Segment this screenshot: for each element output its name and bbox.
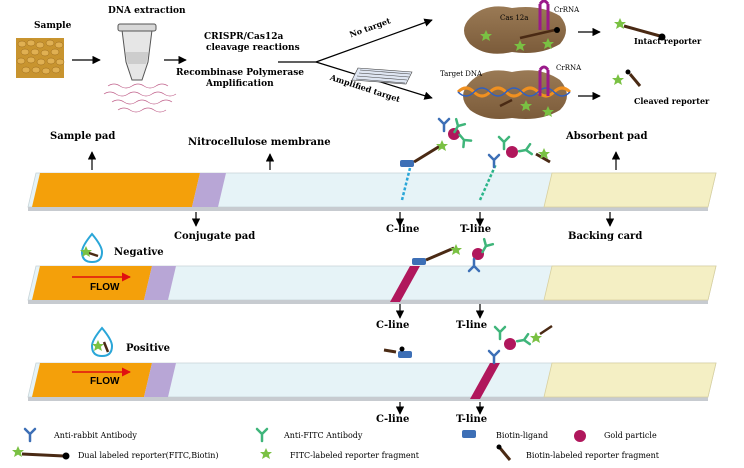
legend-anti-rabbit: Anti-rabbit Antibody bbox=[54, 431, 137, 440]
amplicon-strip-icon bbox=[351, 67, 413, 85]
t-line-label: T-line bbox=[460, 224, 492, 235]
legend-biotin-fragment: Biotin-labeled reporter fragment bbox=[526, 451, 660, 460]
absorbent-pad-label: Absorbent pad bbox=[566, 131, 648, 142]
dual-reporter-icon bbox=[12, 446, 70, 460]
legend-dual-reporter: Dual labeled reporter(FITC,Biotin) bbox=[78, 451, 219, 460]
absorbent-pad bbox=[543, 172, 717, 208]
t-line-band-positive bbox=[470, 363, 500, 399]
anti-fitc-antibody-icon bbox=[255, 427, 269, 443]
cas12a-target bbox=[456, 65, 572, 119]
legend-biotin-ligand: Biotin-ligand bbox=[496, 431, 549, 440]
nitrocellulose-label: Nitrocellulose membrane bbox=[188, 137, 331, 148]
flow-label-negative: FLOW bbox=[90, 282, 120, 293]
cas12a-label: Cas 12a bbox=[500, 14, 529, 22]
crrna-top-label: CrRNA bbox=[554, 6, 580, 14]
strip-positive bbox=[27, 324, 717, 401]
intact-reporter-label: Intact reporter bbox=[634, 36, 702, 46]
biotin-ligand-icon bbox=[462, 430, 476, 438]
sample-pad bbox=[32, 173, 200, 207]
legend-fitc-fragment: FITC-labeled reporter fragment bbox=[290, 451, 420, 460]
strip-negative bbox=[27, 237, 717, 304]
sample-label: Sample bbox=[34, 21, 72, 31]
legend-gold-particle: Gold particle bbox=[604, 431, 657, 440]
t-line-dashed bbox=[478, 163, 498, 201]
c-line-label-negative: C-line bbox=[376, 320, 410, 331]
backing-card-label: Backing card bbox=[568, 231, 643, 242]
t-line-label-negative: T-line bbox=[456, 320, 488, 331]
biotin-fragment-icon bbox=[496, 444, 512, 461]
intact-reporter-icon bbox=[614, 18, 666, 41]
sample-pad-label: Sample pad bbox=[50, 131, 116, 142]
c-line-dashed bbox=[400, 167, 412, 201]
conjugate-pad bbox=[192, 173, 226, 207]
drop-negative-icon bbox=[80, 232, 104, 264]
crispr-label-1: CRISPR/Cas12a bbox=[204, 32, 284, 42]
c-line-band-negative bbox=[390, 266, 420, 302]
cleaved-reporter-label: Cleaved reporter bbox=[634, 96, 710, 106]
t-line-label-positive: T-line bbox=[456, 414, 488, 425]
fitc-fragment-icon bbox=[260, 448, 272, 459]
cas12a-no-target bbox=[464, 0, 566, 54]
legend-anti-fitc: Anti-FITC Antibody bbox=[284, 431, 363, 440]
arrow-no-target bbox=[315, 18, 433, 63]
positive-label: Positive bbox=[126, 343, 170, 354]
drop-positive-icon bbox=[90, 326, 114, 358]
anti-rabbit-antibody-icon bbox=[23, 427, 37, 443]
flow-label-positive: FLOW bbox=[90, 376, 120, 387]
rpa-label-1: Recombinase Polymerase bbox=[176, 68, 305, 78]
gold-particle-icon bbox=[574, 430, 586, 442]
dna-strands-icon bbox=[103, 83, 177, 113]
strip-overview bbox=[27, 117, 717, 211]
c-line-label: C-line bbox=[386, 224, 420, 235]
rpa-label-2: Amplification bbox=[206, 79, 274, 89]
sample-image bbox=[16, 38, 65, 78]
crispr-label-2: cleavage reactions bbox=[206, 43, 300, 53]
negative-label: Negative bbox=[114, 247, 164, 258]
tube-icon bbox=[117, 23, 157, 81]
cleaved-reporter-icon bbox=[612, 69, 642, 87]
target-dna-label: Target DNA bbox=[440, 70, 483, 78]
c-line-label-positive: C-line bbox=[376, 414, 410, 425]
dna-extraction-label: DNA extraction bbox=[108, 6, 186, 16]
crrna-bottom-label: CrRNA bbox=[556, 64, 582, 72]
conjugate-pad-label: Conjugate pad bbox=[174, 231, 256, 242]
